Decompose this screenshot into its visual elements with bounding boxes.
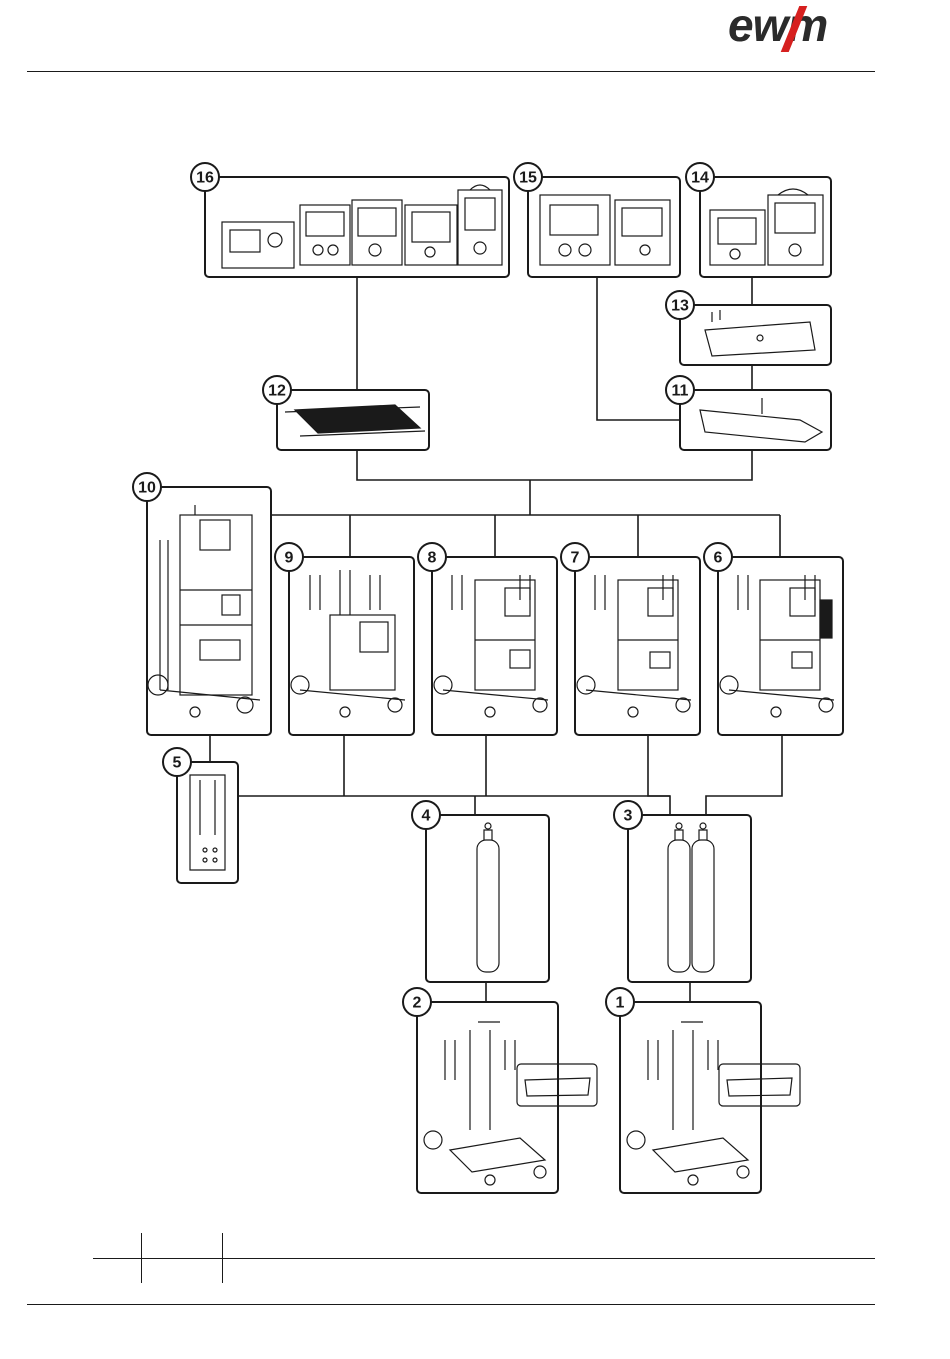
badge-2: 2 xyxy=(413,995,422,1012)
legend-table-rule xyxy=(93,1258,875,1259)
badge-5: 5 xyxy=(173,755,182,772)
badge-16: 16 xyxy=(196,170,214,187)
box-16 xyxy=(205,177,509,277)
badge-14: 14 xyxy=(691,170,709,187)
badge-1: 1 xyxy=(616,995,625,1012)
badge-9: 9 xyxy=(285,550,294,567)
box-1 xyxy=(620,1002,761,1193)
connector-7-down xyxy=(648,735,670,815)
badge-10: 10 xyxy=(138,480,156,497)
badge-6: 6 xyxy=(714,550,723,567)
connector-12-11-bus xyxy=(357,450,752,480)
legend-col-divider-2 xyxy=(222,1233,223,1283)
badge-7: 7 xyxy=(571,550,580,567)
badge-13: 13 xyxy=(671,298,689,315)
legend-col-divider-1 xyxy=(141,1233,142,1283)
badge-8: 8 xyxy=(428,550,437,567)
box-5 xyxy=(177,762,238,883)
connector-6-down xyxy=(706,735,782,815)
box-2 xyxy=(417,1002,558,1193)
box-15 xyxy=(528,177,680,277)
box-7 xyxy=(575,557,700,735)
box-8 xyxy=(432,557,557,735)
badge-12: 12 xyxy=(268,383,286,400)
box-13 xyxy=(680,305,831,365)
badge-15: 15 xyxy=(519,170,537,187)
badge-4: 4 xyxy=(422,808,431,825)
footer-divider xyxy=(27,1304,875,1305)
badge-11: 11 xyxy=(672,383,689,400)
box-6 xyxy=(718,557,843,735)
badge-3: 3 xyxy=(624,808,633,825)
